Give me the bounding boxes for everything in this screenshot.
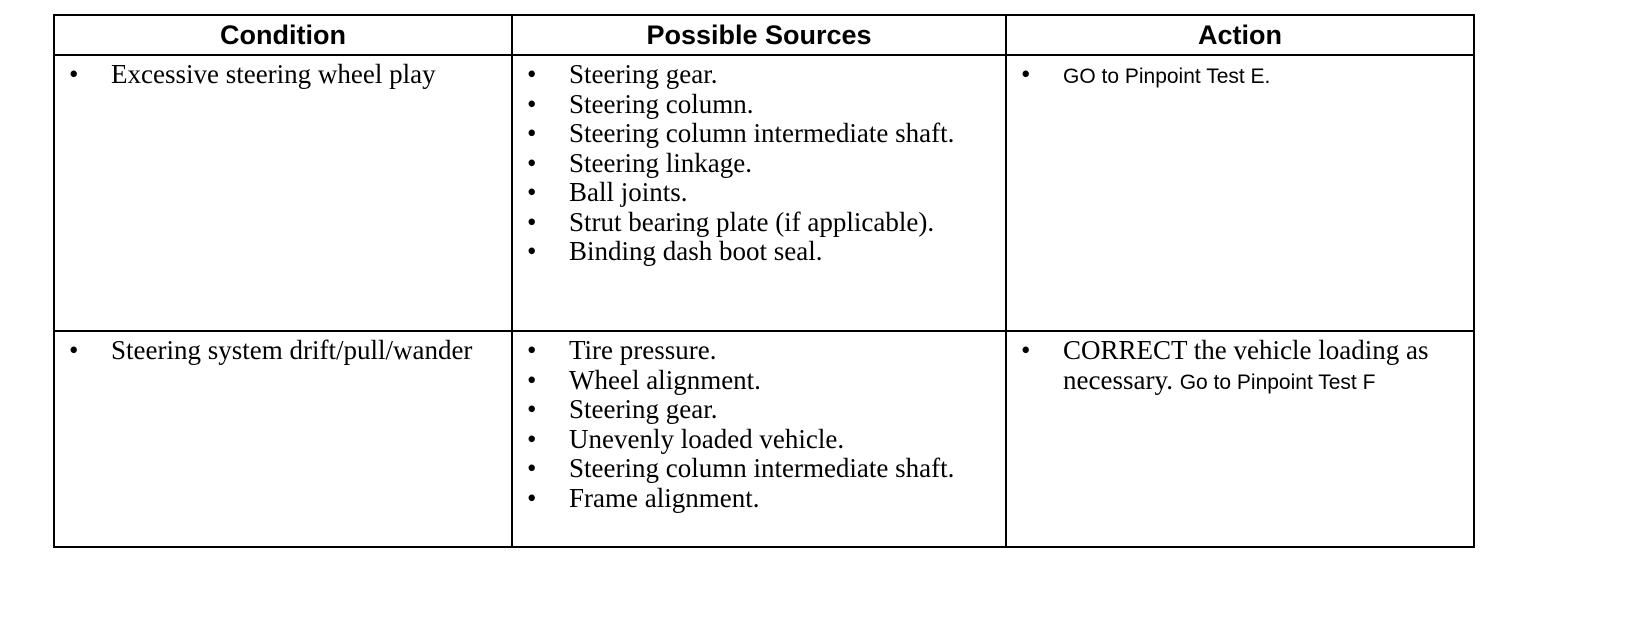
source-text: Steering column intermediate shaft. bbox=[569, 118, 955, 148]
source-text: Steering gear. bbox=[569, 59, 718, 89]
bullet-icon: • bbox=[527, 177, 537, 207]
source-text: Steering column intermediate shaft. bbox=[569, 453, 955, 483]
source-text: Unevenly loaded vehicle. bbox=[569, 423, 845, 454]
header-condition: Condition bbox=[53, 14, 513, 56]
action-text: CORRECT the vehicle loading as necessary… bbox=[1063, 335, 1429, 395]
source-text: Strut bearing plate (if applicable). bbox=[569, 206, 935, 237]
condition-cell: • Steering system drift/pull/wander bbox=[53, 330, 513, 548]
source-text: Steering column. bbox=[569, 88, 754, 119]
sources-list: • Steering gear. • Steering column. • Steer… bbox=[513, 56, 1005, 269]
bullet-icon: • bbox=[527, 453, 537, 483]
source-text: Binding dash boot seal. bbox=[569, 236, 823, 266]
sources-cell: • Steering gear. • Steering column. • Steer… bbox=[511, 54, 1007, 332]
header-possible-sources: Possible Sources bbox=[511, 14, 1007, 56]
action-list: • GO to Pinpoint Test E. bbox=[1007, 56, 1473, 94]
condition-list: • Steering system drift/pull/wander bbox=[55, 332, 511, 368]
sources-list: • Tire pressure. • Wheel alignment. • Steer… bbox=[513, 332, 1005, 515]
bullet-icon: • bbox=[1021, 335, 1031, 365]
table-row: • Steering system drift/pull/wander • Tire… bbox=[53, 330, 1475, 548]
bullet-icon: • bbox=[69, 59, 79, 89]
list-item: • Steering system drift/pull/wander bbox=[55, 335, 503, 366]
list-item: • Steering gear. bbox=[513, 394, 997, 425]
list-item: • Frame alignment. bbox=[513, 482, 997, 514]
bullet-icon: • bbox=[527, 423, 537, 454]
list-item: • Ball joints. bbox=[513, 177, 997, 208]
bullet-icon: • bbox=[527, 335, 537, 365]
condition-list: • Excessive steering wheel play bbox=[55, 56, 511, 92]
source-text: Wheel alignment. bbox=[569, 364, 761, 395]
bullet-icon: • bbox=[1021, 59, 1031, 89]
source-text: Ball joints. bbox=[569, 177, 688, 207]
list-item: • Tire pressure. bbox=[513, 335, 997, 366]
list-item: • Steering column. bbox=[513, 88, 997, 120]
bullet-icon: • bbox=[527, 236, 537, 266]
list-item: • Steering linkage. bbox=[513, 147, 997, 179]
diagnosis-table: Condition Possible Sources Action • Exces… bbox=[53, 14, 1475, 548]
list-item: • Wheel alignment. bbox=[513, 364, 997, 396]
header-row: Condition Possible Sources Action bbox=[53, 14, 1475, 56]
source-text: Steering gear. bbox=[569, 394, 718, 424]
list-item: • Steering column intermediate shaft. bbox=[513, 118, 997, 149]
bullet-icon: • bbox=[527, 482, 537, 513]
bullet-icon: • bbox=[527, 118, 537, 148]
bullet-icon: • bbox=[527, 88, 537, 119]
list-item: • GO to Pinpoint Test E. bbox=[1007, 59, 1465, 92]
list-item: • Steering gear. bbox=[513, 59, 997, 90]
action-cell: • CORRECT the vehicle loading as necessar… bbox=[1005, 330, 1475, 548]
action-list: • CORRECT the vehicle loading as necessar… bbox=[1007, 332, 1473, 399]
bullet-icon: • bbox=[527, 59, 537, 89]
condition-text: Steering system drift/pull/wander bbox=[111, 335, 473, 365]
source-text: Frame alignment. bbox=[569, 482, 760, 513]
action-text-small: Go to Pinpoint Test F bbox=[1179, 370, 1376, 394]
list-item: • CORRECT the vehicle loading as necessar… bbox=[1007, 335, 1465, 397]
source-text: Tire pressure. bbox=[569, 335, 717, 365]
header-action: Action bbox=[1005, 14, 1475, 56]
list-item: • Binding dash boot seal. bbox=[513, 236, 997, 267]
action-cell: • GO to Pinpoint Test E. bbox=[1005, 54, 1475, 332]
action-text: GO to Pinpoint Test E. bbox=[1063, 65, 1271, 88]
table-row: • Excessive steering wheel play • Steering… bbox=[53, 54, 1475, 332]
bullet-icon: • bbox=[527, 147, 537, 178]
list-item: • Excessive steering wheel play bbox=[55, 59, 503, 90]
bullet-icon: • bbox=[527, 206, 537, 237]
condition-text: Excessive steering wheel play bbox=[111, 59, 436, 89]
condition-cell: • Excessive steering wheel play bbox=[53, 54, 513, 332]
list-item: • Steering column intermediate shaft. bbox=[513, 453, 997, 484]
bullet-icon: • bbox=[69, 335, 79, 365]
source-text: Steering linkage. bbox=[569, 147, 752, 178]
bullet-icon: • bbox=[527, 394, 537, 424]
bullet-icon: • bbox=[527, 364, 537, 395]
list-item: • Unevenly loaded vehicle. bbox=[513, 423, 997, 455]
sources-cell: • Tire pressure. • Wheel alignment. • Steer… bbox=[511, 330, 1007, 548]
list-item: • Strut bearing plate (if applicable). bbox=[513, 206, 997, 238]
